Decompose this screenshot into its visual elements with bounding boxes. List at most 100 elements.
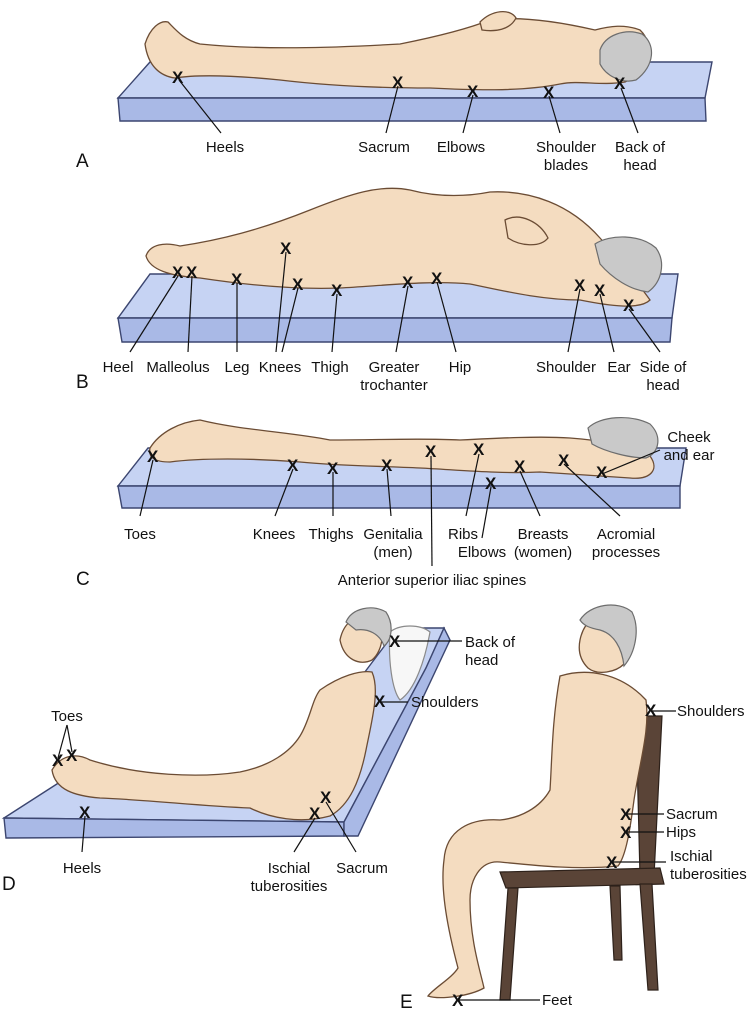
label-greater-trochanter-2: trochanter xyxy=(360,377,428,394)
pressure-marker: X xyxy=(431,269,443,288)
label-elbows: Elbows xyxy=(437,139,485,156)
pressure-marker: X xyxy=(425,442,437,461)
pressure-marker: X xyxy=(147,447,159,466)
label-back-of-head-2: head xyxy=(623,157,656,174)
label-knees: Knees xyxy=(253,526,296,543)
label-ischial-2: tuberosities xyxy=(670,866,747,883)
pressure-marker: X xyxy=(594,281,606,300)
label-hip: Hip xyxy=(449,359,472,376)
pressure-marker: X xyxy=(52,751,64,770)
panel-letter-c: C xyxy=(76,569,90,590)
pressure-marker: X xyxy=(381,456,393,475)
pressure-marker: X xyxy=(79,803,91,822)
pressure-marker: X xyxy=(309,804,321,823)
panel-c: X Toes X Knees X Thighs X Genitalia (men… xyxy=(76,417,714,590)
panel-e-figure xyxy=(426,604,648,999)
label-heels: Heels xyxy=(63,860,101,877)
label-heels: Heels xyxy=(206,139,244,156)
pressure-marker: X xyxy=(574,276,586,295)
pressure-marker: X xyxy=(287,456,299,475)
panel-letter-e: E xyxy=(400,992,413,1013)
label-sacrum: Sacrum xyxy=(358,139,410,156)
label-side-of-head-2: head xyxy=(646,377,679,394)
label-side-of-head-1: Side of xyxy=(640,359,688,376)
pressure-marker: X xyxy=(543,83,555,102)
panel-d-labels: Toes X X X Heels X Ischial tuberosities … xyxy=(2,632,516,895)
label-knees: Knees xyxy=(259,359,302,376)
label-ischial-1: Ischial xyxy=(268,860,311,877)
label-shoulder-blades-1: Shoulder xyxy=(536,139,596,156)
label-cheek-ear-2: and ear xyxy=(664,447,715,464)
panel-letter-a: A xyxy=(76,151,89,172)
label-genitalia-2: (men) xyxy=(373,544,412,561)
label-acromial-1: Acromial xyxy=(597,526,655,543)
label-leg: Leg xyxy=(224,359,249,376)
pressure-marker: X xyxy=(172,263,184,282)
label-toes: Toes xyxy=(124,526,156,543)
panel-a-labels: X Heels X Sacrum X Elbows X Shoulder bla… xyxy=(76,68,666,174)
label-shoulder: Shoulder xyxy=(536,359,596,376)
label-genitalia-1: Genitalia xyxy=(363,526,423,543)
label-malleolus: Malleolus xyxy=(146,359,209,376)
pressure-marker: X xyxy=(514,457,526,476)
pressure-marker: X xyxy=(320,788,332,807)
label-cheek-ear-1: Cheek xyxy=(667,429,711,446)
pressure-marker: X xyxy=(389,632,401,651)
label-breasts-1: Breasts xyxy=(518,526,569,543)
pressure-marker: X xyxy=(485,474,497,493)
label-hips: Hips xyxy=(666,824,696,841)
panel-c-labels: X Toes X Knees X Thighs X Genitalia (men… xyxy=(76,429,714,590)
label-back-of-head-1: Back of xyxy=(465,634,516,651)
pressure-marker: X xyxy=(558,451,570,470)
label-ribs: Ribs xyxy=(448,526,478,543)
panel-e-labels: X Shoulders X Sacrum X Hips X Ischial tu… xyxy=(400,701,747,1013)
panel-a: X Heels X Sacrum X Elbows X Shoulder bla… xyxy=(76,11,713,174)
pressure-marker: X xyxy=(327,459,339,478)
label-ischial-1: Ischial xyxy=(670,848,713,865)
panel-d-figure xyxy=(51,607,392,821)
panel-c-figure xyxy=(149,417,659,479)
label-elbows: Elbows xyxy=(458,544,506,561)
label-shoulders: Shoulders xyxy=(411,694,479,711)
label-sacrum: Sacrum xyxy=(336,860,388,877)
label-feet: Feet xyxy=(542,992,573,1009)
pressure-marker: X xyxy=(623,296,635,315)
pressure-marker: X xyxy=(392,73,404,92)
pressure-marker: X xyxy=(331,281,343,300)
panel-d: Toes X X X Heels X Ischial tuberosities … xyxy=(1,607,516,895)
panel-a-figure xyxy=(144,11,652,91)
panel-b: X Heel X Malleolus X Leg X X Knees X Thi… xyxy=(76,187,687,394)
pressure-marker: X xyxy=(473,440,485,459)
label-ear: Ear xyxy=(607,359,630,376)
label-ischial-2: tuberosities xyxy=(251,878,328,895)
label-thighs: Thighs xyxy=(308,526,353,543)
panel-e: X Shoulders X Sacrum X Hips X Ischial tu… xyxy=(400,604,747,1013)
pressure-marker: X xyxy=(467,82,479,101)
label-greater-trochanter-1: Greater xyxy=(369,359,420,376)
panel-letter-d: D xyxy=(2,874,16,895)
pressure-marker: X xyxy=(231,270,243,289)
pressure-marker: X xyxy=(402,273,414,292)
label-shoulders: Shoulders xyxy=(677,703,745,720)
label-back-of-head-2: head xyxy=(465,652,498,669)
panel-b-figure xyxy=(145,187,663,307)
pressure-marker: X xyxy=(614,74,626,93)
pressure-marker: X xyxy=(292,275,304,294)
label-back-of-head-1: Back of xyxy=(615,139,666,156)
pressure-marker: X xyxy=(280,239,292,258)
label-acromial-2: processes xyxy=(592,544,660,561)
pressure-marker: X xyxy=(596,463,608,482)
pressure-marker: X xyxy=(66,746,78,765)
label-thigh: Thigh xyxy=(311,359,349,376)
panel-d-pillow xyxy=(388,625,431,701)
label-sacrum: Sacrum xyxy=(666,806,718,823)
panel-letter-b: B xyxy=(76,372,89,393)
pressure-marker: X xyxy=(186,263,198,282)
label-breasts-2: (women) xyxy=(514,544,572,561)
label-toes: Toes xyxy=(51,708,83,725)
label-iliac-spines: Anterior superior iliac spines xyxy=(338,572,526,589)
label-heel: Heel xyxy=(103,359,134,376)
label-shoulder-blades-2: blades xyxy=(544,157,588,174)
panel-b-labels: X Heel X Malleolus X Leg X X Knees X Thi… xyxy=(76,239,687,394)
